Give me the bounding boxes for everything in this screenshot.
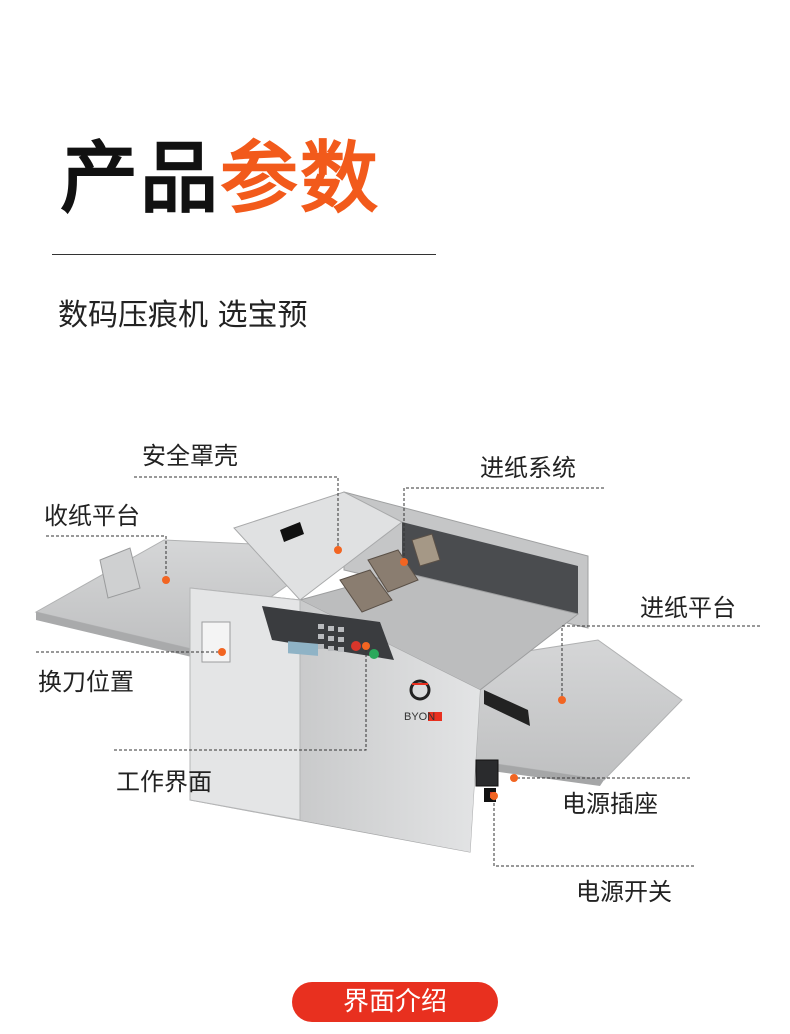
dot-knife-change	[218, 648, 226, 656]
paper-stop-plate	[99, 547, 141, 599]
title-orange: 参数	[220, 134, 381, 224]
page-title: 产品参数	[60, 140, 380, 218]
interface-intro-button[interactable]: 界面介绍	[292, 982, 498, 1022]
brand-logo	[409, 679, 442, 721]
dot-work-interface	[362, 642, 370, 650]
safety-cover	[233, 491, 403, 601]
dot-power-switch	[490, 792, 498, 800]
dot-safety-cover	[334, 546, 342, 554]
callout-dots	[162, 546, 566, 800]
dot-feed-system	[400, 558, 408, 566]
start-button-icon	[369, 649, 379, 659]
callout-lines	[36, 476, 760, 867]
feed-clamp	[411, 533, 441, 567]
label-paper-feed-platform: 进纸平台	[640, 594, 736, 622]
label-knife-change-position: 换刀位置	[38, 668, 134, 696]
control-panel	[262, 606, 394, 660]
label-power-switch: 电源开关	[576, 878, 672, 906]
power-socket-part	[475, 759, 499, 787]
product-subtitle: 数码压痕机 选宝预	[58, 298, 308, 333]
lcd-display	[288, 641, 318, 656]
stop-button-icon	[351, 641, 361, 651]
label-paper-feed-system: 进纸系统	[480, 454, 576, 482]
roller-block-1	[339, 569, 393, 613]
knife-change-panel	[201, 621, 231, 663]
label-safety-cover: 安全罩壳	[142, 442, 238, 470]
title-divider	[52, 254, 436, 255]
brand-logo-text: BYON	[404, 711, 435, 723]
label-work-interface: 工作界面	[116, 768, 212, 796]
title-black: 产品	[60, 134, 221, 224]
dot-feed-platform	[558, 696, 566, 704]
feed-guide-rail	[484, 690, 530, 726]
label-power-socket: 电源插座	[562, 790, 658, 818]
dot-output-platform	[162, 576, 170, 584]
keypad	[318, 624, 344, 652]
dot-power-socket	[510, 774, 518, 782]
label-paper-output-platform: 收纸平台	[44, 502, 140, 530]
roller-block-2	[367, 549, 419, 593]
